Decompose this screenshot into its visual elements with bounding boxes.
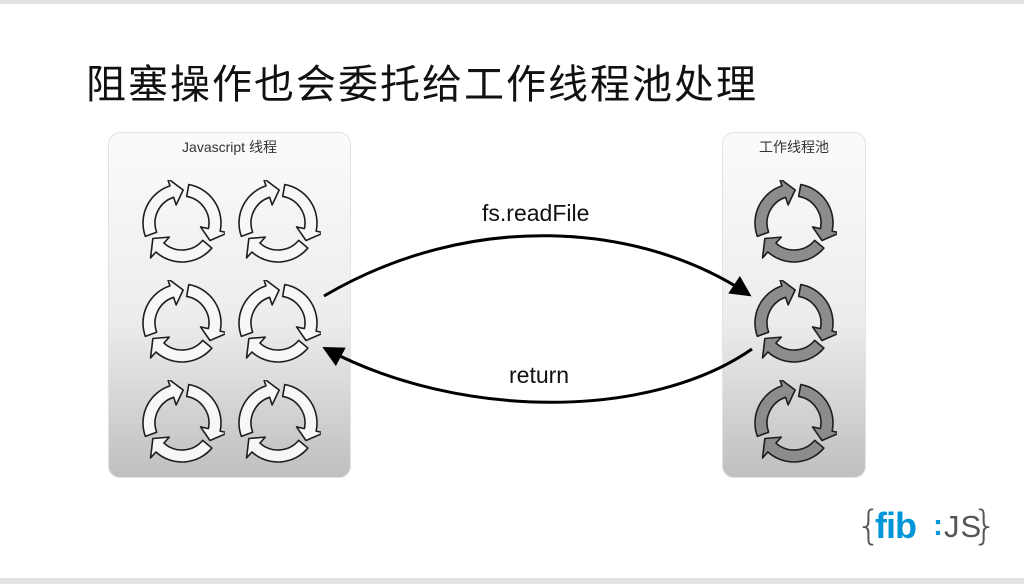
readfile-label: fs.readFile — [482, 200, 590, 226]
js-thread-panel: Javascript 线程 — [108, 132, 351, 478]
worker-loop-icon — [751, 380, 837, 466]
worker-loop-icon — [751, 280, 837, 366]
logo-close-brace: } — [972, 503, 998, 549]
worker-pool-panel-label: 工作线程池 — [759, 139, 829, 155]
event-loop-icon — [235, 380, 321, 466]
worker-loop-icon — [751, 180, 837, 266]
logo-suffix: JS — [944, 509, 983, 544]
worker-pool-panel: 工作线程池 — [722, 132, 866, 478]
readfile-arrow — [323, 234, 752, 298]
event-loop-icon — [235, 280, 321, 366]
logo-separator: : — [933, 509, 943, 542]
js-thread-panel-label: Javascript 线程 — [182, 139, 277, 155]
event-loop-icon — [139, 280, 225, 366]
logo-brand: fib — [875, 505, 917, 546]
event-loop-icon — [139, 180, 225, 266]
fibjs-logo: { fib : JS } — [856, 503, 997, 551]
bottom-border — [0, 578, 1024, 584]
slide-title: 阻塞操作也会委托给工作线程池处理 — [86, 62, 758, 108]
top-border — [0, 0, 1024, 4]
logo-open-brace: { — [856, 503, 882, 549]
event-loop-icon — [235, 180, 321, 266]
return-label: return — [509, 362, 570, 388]
event-loop-icon — [139, 380, 225, 466]
